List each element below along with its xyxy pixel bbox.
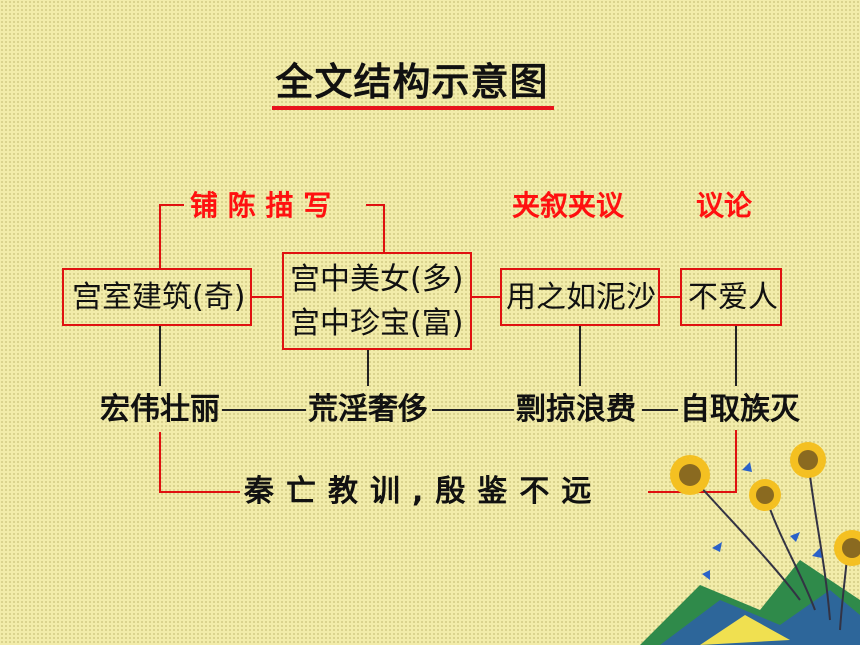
box-not-love-people-text: 不爱人: [688, 280, 778, 315]
page-title: 全文结构示意图: [275, 60, 549, 104]
title-underline: [272, 106, 554, 110]
box-not-love-people: 不爱人: [680, 268, 782, 326]
row-hong-wei: 宏伟壮丽: [100, 392, 220, 427]
box-palace-architecture-text: 宫室建筑(奇): [72, 280, 246, 315]
box-use-like-mud-text: 用之如泥沙: [506, 280, 656, 315]
row-piao-lue: 剽掠浪费: [516, 392, 636, 427]
label-pu-chen: 铺 陈 描 写: [190, 189, 332, 222]
label-jia-xu: 夹叙夹议: [512, 189, 625, 222]
box-palace-architecture: 宫室建筑(奇): [62, 268, 252, 326]
bottom-lesson-text: 秦亡教训,殷鉴不远: [244, 474, 604, 509]
box-palace-women-treasure: 宫中美女(多) 宫中珍宝(富): [282, 252, 472, 350]
row-huang-yin: 荒淫奢侈: [308, 392, 428, 427]
label-yi-lun: 议论: [696, 189, 753, 222]
row-zi-qu: 自取族灭: [680, 392, 800, 427]
box-use-like-mud: 用之如泥沙: [500, 268, 660, 326]
box-palace-women-text: 宫中美女(多): [290, 262, 464, 297]
box-palace-treasure-text: 宫中珍宝(富): [290, 306, 464, 341]
